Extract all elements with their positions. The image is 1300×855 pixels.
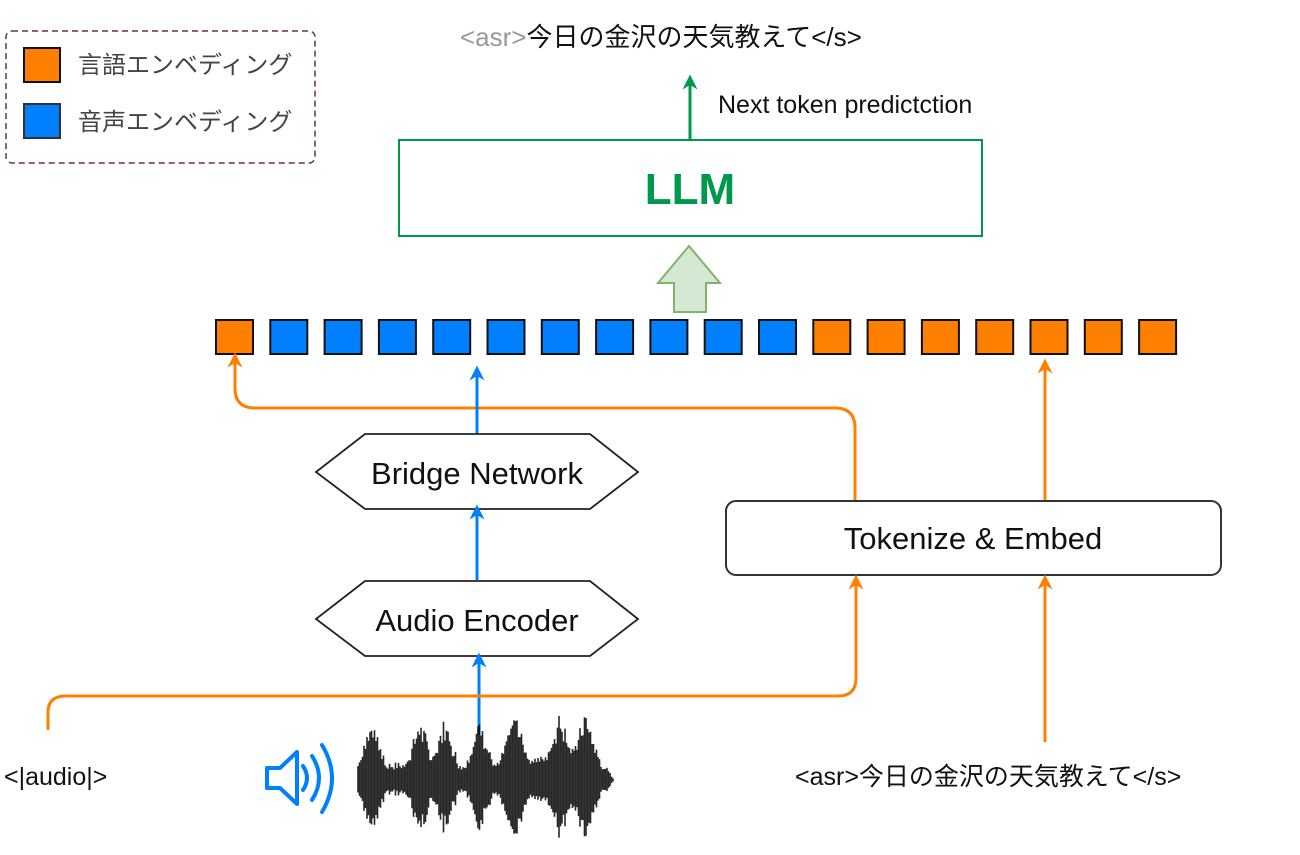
audio-embedding-token <box>595 319 635 355</box>
tokenize-embed-block: Tokenize & Embed <box>725 500 1222 576</box>
audio-embedding-token <box>540 319 580 355</box>
audio-embedding-token <box>432 319 472 355</box>
audio-embedding-token <box>758 319 797 355</box>
llm-label: LLM <box>645 165 735 214</box>
language-embedding-token <box>1138 319 1178 355</box>
audio-embedding-token <box>486 319 526 355</box>
bridge-network-shape <box>314 433 640 510</box>
bridge-network-block: Bridge Network <box>314 433 640 510</box>
language-embedding-token <box>812 319 852 355</box>
language-embedding-token <box>866 319 906 355</box>
output-prefix: <asr> <box>460 22 527 52</box>
legend-swatch-audio <box>23 103 61 139</box>
language-embedding-token <box>1083 319 1123 355</box>
next-token-label: Next token predictction <box>718 91 972 119</box>
output-text: <asr>今日の金沢の天気教えて</s> <box>460 22 862 52</box>
bridge-network-label: Bridge Network <box>371 456 583 491</box>
language-embedding-token <box>975 319 1015 355</box>
language-embedding-token <box>1029 319 1069 355</box>
audio-embedding-token <box>649 319 689 355</box>
legend-label-audio: 音声エンベディング <box>78 109 292 136</box>
audio-encoder-label: Audio Encoder <box>375 603 578 638</box>
audio-encoder-block: Audio Encoder <box>314 580 640 657</box>
tokenize-embed-box <box>725 500 1222 576</box>
legend-swatch-language <box>23 47 61 83</box>
legend-border <box>5 30 316 164</box>
tokenize-embed-label: Tokenize & Embed <box>844 521 1102 556</box>
audio-encoder-shape <box>314 580 640 657</box>
embedding-sequence <box>215 319 1178 355</box>
language-embedding-token <box>920 319 960 355</box>
text-input-label: <asr>今日の金沢の天気教えて</s> <box>795 763 1181 791</box>
audio-token-embed-arrow <box>227 352 857 500</box>
audio-embedding-token <box>703 319 743 355</box>
speaker-icon <box>265 743 334 814</box>
llm-block: LLM <box>398 139 983 237</box>
audio-embedding-token <box>269 319 309 355</box>
audio-token-to-tokenize-arrow <box>46 574 864 730</box>
legend: 言語エンベディング 音声エンベディング <box>5 30 316 164</box>
block-arrow-into-llm <box>655 244 723 313</box>
llm-box <box>398 139 983 237</box>
audio-embedding-token <box>323 319 363 355</box>
output-sentence: 今日の金沢の天気教えて</s> <box>527 22 862 52</box>
audio-waveform <box>357 715 614 838</box>
language-embedding-token <box>215 319 254 355</box>
audio-token-label: <|audio|> <box>4 763 107 791</box>
legend-label-language: 言語エンベディング <box>78 52 292 79</box>
audio-embedding-token <box>377 319 417 355</box>
